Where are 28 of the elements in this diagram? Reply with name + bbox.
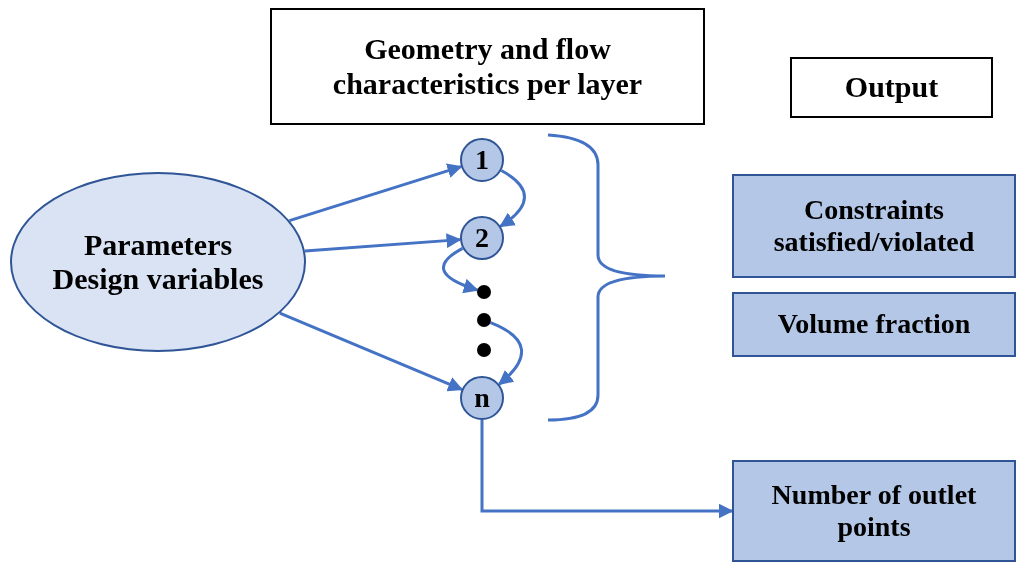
arrow [442, 247, 479, 293]
output-box [732, 460, 1016, 562]
output-box [732, 292, 1016, 357]
node-label: Output [844, 70, 939, 105]
node-label: Geometry and flow characteristics per layer [331, 32, 644, 101]
node-label: Number of outlet points [770, 478, 978, 544]
arrow [499, 169, 526, 228]
node-label: Constraints satisfied/violated [772, 193, 976, 259]
dot [477, 313, 491, 327]
arrow [480, 420, 734, 519]
dot [477, 343, 491, 357]
node-label: Parameters [83, 227, 233, 262]
layer-circle [460, 138, 504, 182]
node-label: Design variables [52, 262, 264, 297]
node-label: 1 [475, 143, 489, 177]
node-label: n [474, 381, 490, 415]
output-box [732, 174, 1016, 278]
heading-box [790, 57, 993, 118]
arrow [288, 163, 463, 223]
arrow [304, 233, 462, 253]
arrow [489, 321, 523, 386]
dot [477, 285, 491, 299]
layer-circle [460, 376, 504, 420]
heading-box [270, 8, 705, 125]
node-label: 2 [475, 221, 489, 255]
layer-circle [460, 216, 504, 260]
node-label: Volume fraction [777, 308, 971, 341]
arrow [279, 311, 464, 392]
